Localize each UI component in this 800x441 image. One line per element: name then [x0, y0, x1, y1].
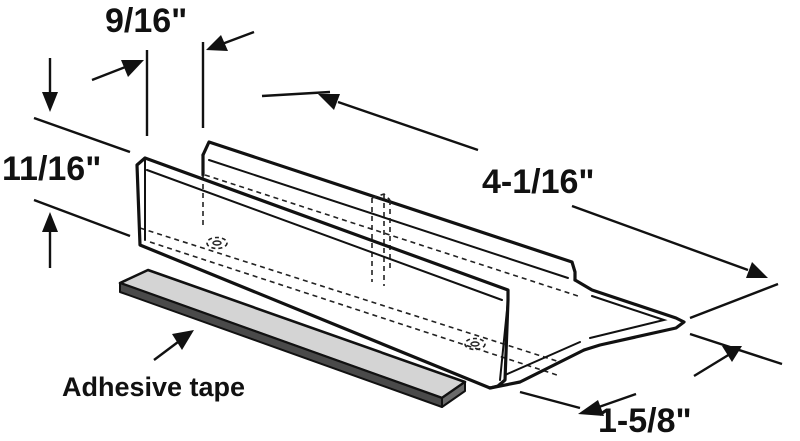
- base-flange-inner: [589, 295, 668, 339]
- channel-bottom-inner: [504, 341, 581, 376]
- arrowhead-left-icon: [121, 60, 144, 77]
- front-wall-right-inner: [499, 299, 509, 381]
- channel-guide: [135, 140, 686, 390]
- arrow-shaft-right: [221, 30, 255, 46]
- length-dim-shaft-upper: [337, 100, 479, 152]
- hidden-rib-top: [371, 193, 391, 201]
- dimension-label-length: 4-1/16": [482, 163, 595, 201]
- back-wall: [201, 140, 577, 282]
- dimension-label-height: 11/16": [2, 150, 101, 188]
- tape-end-edge: [441, 381, 466, 408]
- dimension-width-between-walls: 9/16": [91, 2, 255, 136]
- callout-adhesive-tape: Adhesive tape: [62, 330, 245, 402]
- arrowhead-down-icon: [42, 92, 58, 112]
- callout-arrowhead-icon: [172, 330, 194, 350]
- callout-label-adhesive-tape: Adhesive tape: [62, 372, 245, 402]
- back-wall-inner: [208, 159, 569, 279]
- front-wall-top-inner: [146, 169, 503, 301]
- arrowhead-up-right-icon: [722, 346, 742, 362]
- dimension-base-width: 1-5/8": [519, 332, 783, 440]
- extension-line-bottom: [33, 198, 131, 238]
- channel-bottom: [488, 348, 586, 390]
- extension-line-top: [33, 116, 131, 154]
- base-flange: [573, 278, 686, 352]
- base-arrow-shaft-lower: [595, 392, 637, 410]
- length-extension-front: [689, 282, 779, 320]
- arrow-shaft-left: [91, 64, 129, 82]
- mounting-hole-right-inner: [470, 341, 480, 347]
- arrowhead-upper-left-icon: [318, 94, 340, 110]
- callout-leader-line: [153, 341, 179, 361]
- adhesive-tape-strip: [118, 268, 467, 408]
- base-arrow-shaft-upper: [693, 352, 731, 378]
- dimension-height: 11/16": [2, 58, 131, 268]
- mounting-hole-left: [206, 236, 228, 250]
- floor-hidden-front: [139, 227, 561, 363]
- arrowhead-down-left-icon: [578, 400, 604, 416]
- length-dim-shaft-lower: [571, 204, 749, 272]
- mounting-hole-left-inner: [212, 240, 222, 246]
- arrowhead-lower-right-icon: [746, 262, 768, 278]
- base-extension-front: [519, 390, 581, 410]
- dimension-label-base-width: 1-5/8": [598, 402, 692, 440]
- dimension-length: 4-1/16": [261, 90, 779, 320]
- mounting-hole-right: [464, 337, 486, 351]
- dimension-label-width: 9/16": [105, 2, 187, 40]
- floor-hidden-back: [204, 174, 579, 297]
- arrowhead-right-icon: [206, 35, 228, 51]
- front-wall: [135, 156, 510, 390]
- arrowhead-up-icon: [42, 212, 58, 232]
- length-extension-back: [261, 90, 331, 98]
